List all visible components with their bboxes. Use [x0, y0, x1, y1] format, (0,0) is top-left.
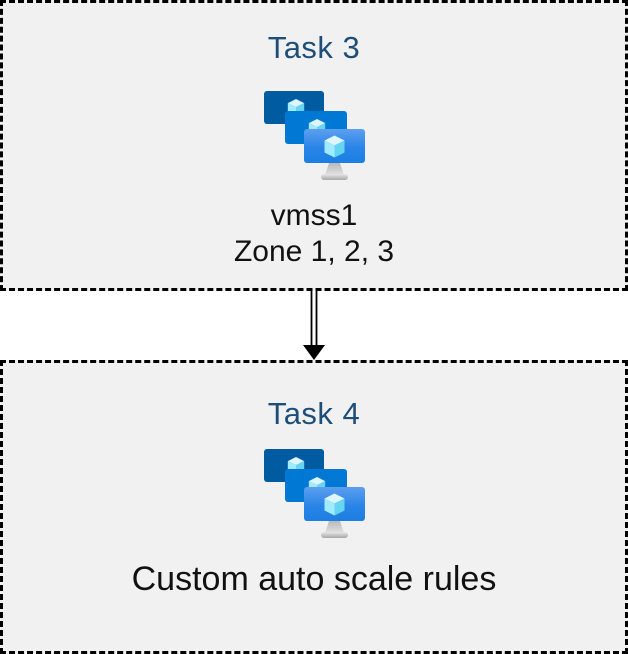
autoscale-rules-label: Custom auto scale rules — [131, 560, 497, 598]
task-3-title: Task 3 — [267, 30, 361, 65]
vm-scale-sets-icon — [264, 449, 365, 539]
vmss-name-label: vmss1 — [270, 199, 358, 232]
vm-scale-sets-icon — [264, 91, 365, 181]
task-3-box: Task 3 vmss1 Zone 1, 2, 3 — [0, 0, 628, 291]
zones-label: Zone 1, 2, 3 — [233, 235, 395, 268]
task-4-title: Task 4 — [267, 396, 361, 431]
task-4-box: Task 4 Custom auto scale rules — [0, 360, 628, 654]
down-arrow — [303, 290, 325, 360]
